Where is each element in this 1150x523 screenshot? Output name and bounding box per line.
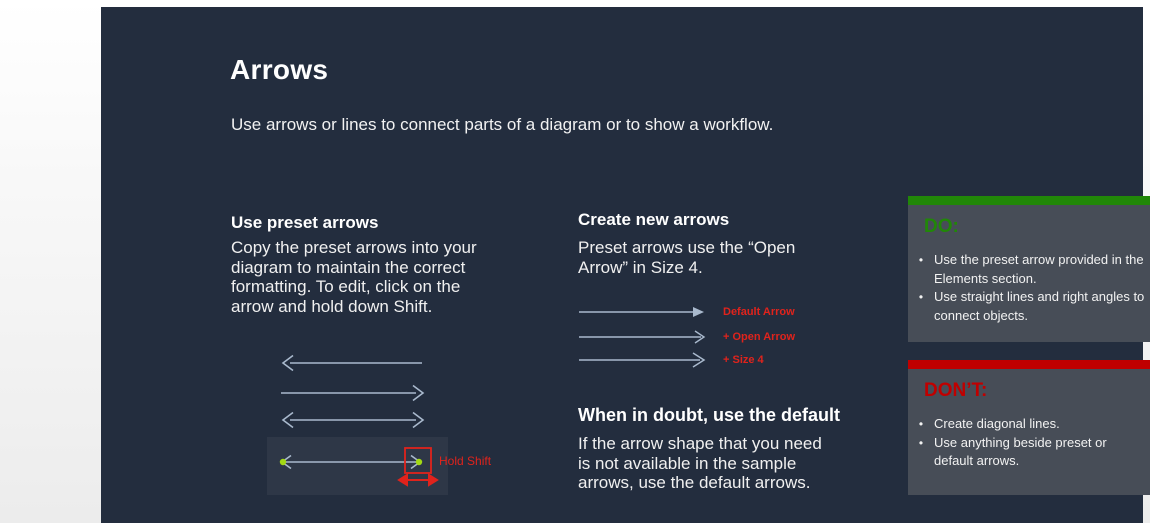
open-arrow-icon [579, 330, 706, 344]
dont-heading: DON’T: [924, 380, 988, 401]
size4-arrow-label: + Size 4 [723, 354, 764, 366]
page-subtitle: Use arrows or lines to connect parts of … [231, 115, 774, 134]
list-item: • Create diagonal lines. [908, 415, 1150, 434]
open-arrow-label: + Open Arrow [723, 331, 796, 343]
preset-arrow-double-icon [281, 411, 425, 429]
create-arrows-heading: Create new arrows [578, 210, 730, 229]
selection-handle-left[interactable] [279, 458, 287, 466]
preset-arrow-right-icon [281, 384, 425, 402]
slide-dark-panel: Arrows Use arrows or lines to connect pa… [101, 7, 1150, 523]
list-item: • Use straight lines and right angles to… [908, 288, 1150, 325]
do-bullet-text: Use the preset arrow provided in the Ele… [934, 252, 1144, 286]
do-box: DO: • Use the preset arrow provided in t… [908, 196, 1150, 342]
dont-bullet-list: • Create diagonal lines. • Use anything … [908, 415, 1150, 471]
list-item: • Use the preset arrow provided in the E… [908, 251, 1150, 288]
page-title: Arrows [230, 54, 329, 85]
preset-arrows-body: Copy the preset arrows into your diagram… [231, 238, 477, 316]
bullet-icon: • [918, 253, 924, 267]
create-arrow-samples [579, 307, 706, 368]
hold-shift-label: Hold Shift [439, 454, 492, 468]
preset-arrow-samples [267, 354, 448, 495]
use-default-heading: When in doubt, use the default [578, 405, 840, 425]
default-arrow-label: Default Arrow [723, 306, 795, 318]
do-box-accent-bar [908, 196, 1150, 205]
dont-bullet-text: Create diagonal lines. [934, 416, 1060, 431]
shift-drag-arrow-icon [397, 473, 439, 487]
selection-highlight [267, 437, 448, 495]
create-arrows-body: Preset arrows use the “Open Arrow” in Si… [578, 238, 796, 277]
dont-box: DON’T: • Create diagonal lines. • Use an… [908, 360, 1150, 495]
do-bullet-list: • Use the preset arrow provided in the E… [908, 251, 1150, 325]
bullet-icon: • [918, 417, 924, 431]
dont-box-accent-bar [908, 360, 1150, 369]
bullet-icon: • [918, 290, 924, 304]
do-heading: DO: [924, 216, 959, 237]
size4-arrow-icon [579, 352, 706, 368]
shift-callout-box [404, 447, 432, 474]
use-default-body: If the arrow shape that you need is not … [578, 434, 822, 492]
dont-bullet-text: Use anything beside preset or default ar… [934, 434, 1107, 469]
preset-arrow-left-icon [281, 354, 422, 372]
selection-handle-right[interactable] [415, 458, 423, 466]
default-arrow-icon [579, 307, 704, 317]
list-item: • Use anything beside preset or default … [908, 434, 1150, 471]
do-bullet-text: Use straight lines and right angles to c… [934, 289, 1145, 323]
preset-arrows-heading: Use preset arrows [231, 213, 379, 232]
bullet-icon: • [918, 435, 924, 450]
